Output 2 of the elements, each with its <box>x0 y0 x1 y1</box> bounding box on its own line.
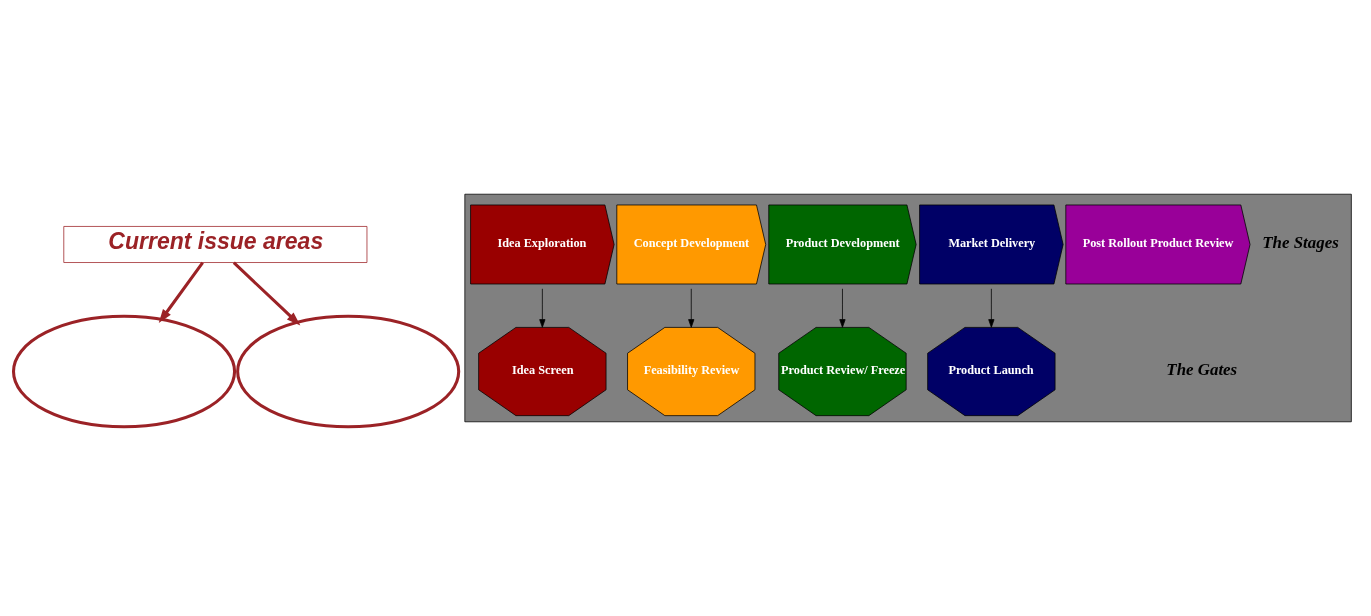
label: The Stages <box>1262 233 1339 253</box>
label: The Gates <box>1166 360 1238 380</box>
